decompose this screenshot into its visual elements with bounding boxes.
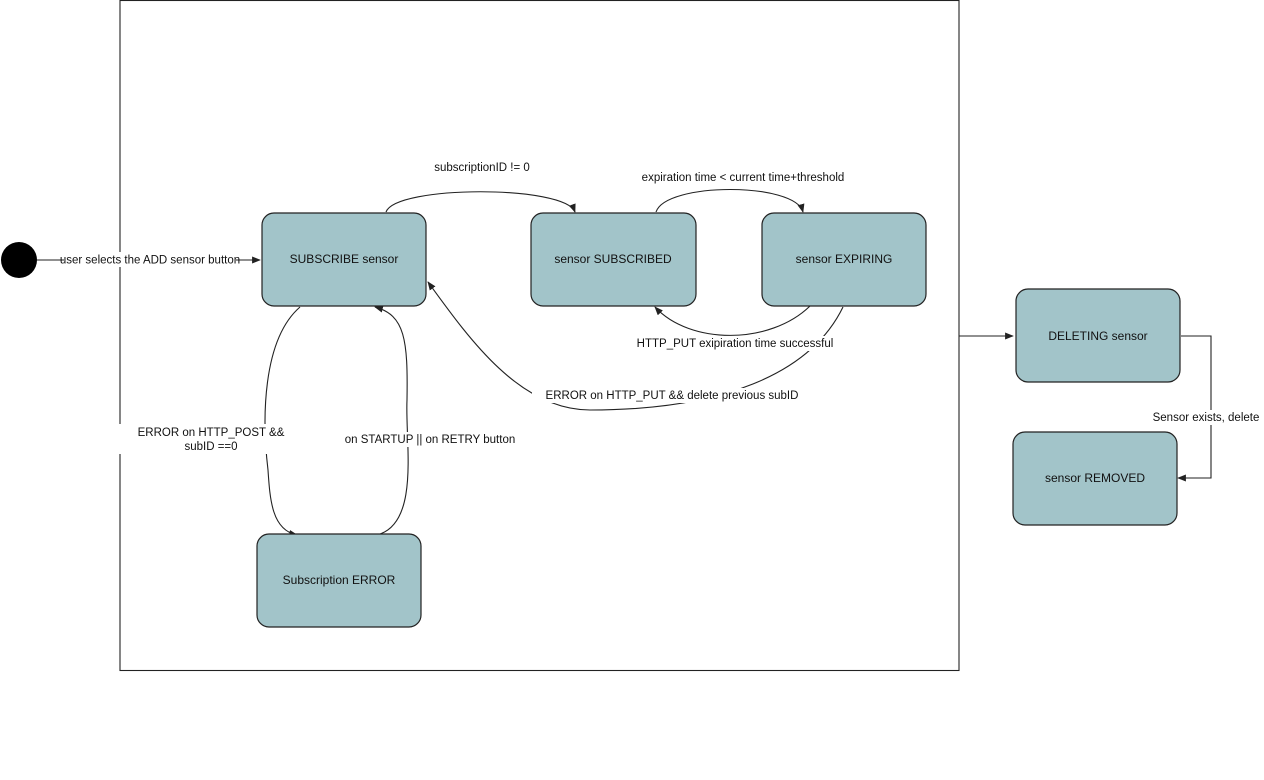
edge-subscribe-to-subscribed <box>385 191 576 213</box>
label-expiring-to-subscribed: HTTP_PUT exipiration time successful <box>637 338 834 350</box>
label-subscribe-to-error-line2: subID ==0 <box>184 441 237 453</box>
state-deleting-label: DELETING sensor <box>1048 329 1147 343</box>
label-subscribed-to-expiring: expiration time < current time+threshold <box>642 172 845 184</box>
state-removed: sensor REMOVED <box>1012 431 1178 526</box>
state-error: Subscription ERROR <box>256 533 422 628</box>
edge-error-to-subscribe <box>374 305 409 535</box>
state-removed-label: sensor REMOVED <box>1045 471 1145 485</box>
state-error-label: Subscription ERROR <box>283 573 396 587</box>
state-subscribe-label: SUBSCRIBE sensor <box>290 252 399 266</box>
initial-state <box>1 242 37 278</box>
state-subscribed-label: sensor SUBSCRIBED <box>554 252 672 266</box>
edge-subscribed-to-expiring <box>655 188 805 213</box>
label-subscribe-to-subscribed: subscriptionID != 0 <box>434 162 530 174</box>
label-subscribe-to-error-line1: ERROR on HTTP_POST && <box>138 427 285 439</box>
label-error-to-subscribe: on STARTUP || on RETRY button <box>345 434 515 446</box>
state-subscribed: sensor SUBSCRIBED <box>530 212 697 307</box>
label-expiring-to-subscribe: ERROR on HTTP_PUT && delete previous sub… <box>546 390 799 402</box>
state-expiring: sensor EXPIRING <box>761 212 927 307</box>
state-expiring-label: sensor EXPIRING <box>796 252 893 266</box>
edge-subscribe-to-error <box>264 306 301 537</box>
edge-expiring-to-subscribe <box>427 281 844 411</box>
edge-expiring-to-subscribed <box>654 305 811 336</box>
label-start-to-subscribe: user selects the ADD sensor button <box>60 255 240 267</box>
edge-deleting-to-removed <box>1177 335 1212 482</box>
label-deleting-to-removed: Sensor exists, delete <box>1153 412 1260 424</box>
composite-state-boundary <box>119 0 960 672</box>
state-subscribe: SUBSCRIBE sensor <box>261 212 427 307</box>
state-deleting: DELETING sensor <box>1015 288 1181 383</box>
